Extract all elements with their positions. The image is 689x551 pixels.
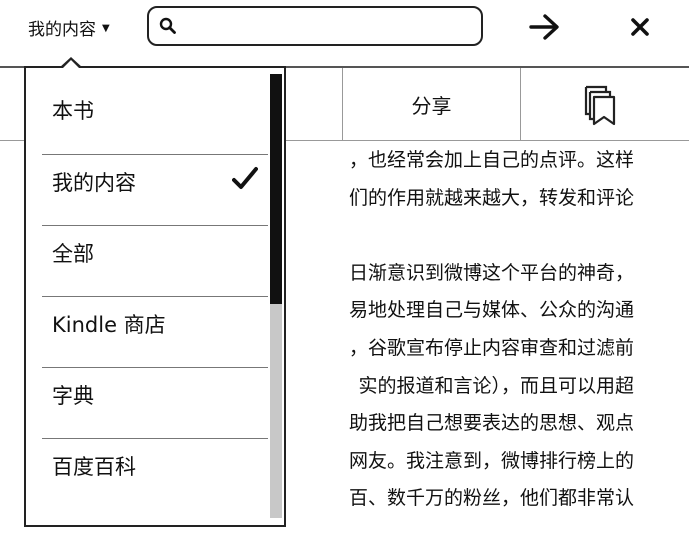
text-line: 易地处理自己与媒体、公众的沟通	[348, 299, 634, 322]
menu-item-my-content[interactable]: 我的内容	[40, 147, 268, 217]
scrollbar-thumb[interactable]	[270, 74, 282, 304]
text-line: 助我把自己想要表达的思想、观点	[348, 412, 634, 435]
share-label: 分享	[411, 93, 452, 118]
close-button[interactable]	[626, 13, 654, 41]
search-bar: 我的内容 ▼	[0, 0, 689, 64]
menu-item-label: 我的内容	[52, 171, 136, 195]
bookmarks-button[interactable]	[580, 84, 620, 126]
search-scope-dropdown[interactable]: 我的内容 ▼	[28, 14, 110, 40]
divider	[42, 225, 268, 226]
menu-item-label: Kindle 商店	[52, 313, 166, 337]
text-line: 日渐意识到微博这个平台的神奇，	[348, 261, 634, 284]
search-scope-label: 我的内容	[28, 19, 96, 40]
checkmark-icon	[232, 166, 258, 197]
text-line: 们的作用就越来越大，转发和评论	[348, 186, 634, 209]
menu-item-all[interactable]: 全部	[40, 218, 268, 288]
search-field[interactable]	[147, 6, 483, 46]
divider	[42, 438, 268, 439]
menu-item-label: 百度百科	[52, 455, 136, 479]
divider	[0, 66, 689, 68]
go-button[interactable]	[528, 12, 562, 42]
divider	[42, 154, 268, 155]
search-icon	[159, 17, 177, 39]
divider	[0, 140, 689, 141]
text-line: ，也经常会加上自己的点评。这样	[348, 149, 634, 171]
divider	[42, 367, 268, 368]
caret-down-icon: ▼	[102, 22, 110, 34]
menu-item-this-book[interactable]: 本书	[40, 75, 268, 145]
text-line: ，谷歌宣布停止内容审查和过滤前	[348, 336, 634, 359]
scrollbar[interactable]	[270, 74, 282, 518]
close-icon	[631, 18, 649, 36]
divider	[42, 296, 268, 297]
menu-item-dictionary[interactable]: 字典	[40, 360, 268, 430]
share-button[interactable]: 分享	[343, 68, 520, 140]
text-line: 实的报道和言论），而且可以用超	[358, 374, 634, 397]
menu-item-label: 字典	[52, 384, 94, 408]
menu-pointer-fill	[62, 60, 80, 69]
arrow-right-icon	[529, 14, 559, 40]
divider	[342, 68, 343, 140]
divider	[520, 68, 521, 140]
toolbar: 分享	[0, 68, 689, 140]
book-text: ，也经常会加上自己的点评。这样 们的作用就越来越大，转发和评论 日渐意识到微博这…	[60, 142, 634, 518]
bookmarks-icon	[584, 85, 616, 126]
menu-item-kindle-store[interactable]: Kindle 商店	[40, 289, 268, 359]
search-scope-menu: 本书 我的内容 全部 Kindle 商店 字典 百度百科	[24, 66, 286, 527]
menu-item-baidu-baike[interactable]: 百度百科	[40, 431, 268, 501]
text-line: 百、数千万的粉丝，他们都非常认	[348, 487, 634, 510]
search-input[interactable]	[183, 12, 477, 42]
menu-item-label: 全部	[52, 242, 94, 266]
text-line: 网友。我注意到，微博排行榜上的	[348, 449, 634, 472]
menu-item-label: 本书	[52, 99, 94, 123]
